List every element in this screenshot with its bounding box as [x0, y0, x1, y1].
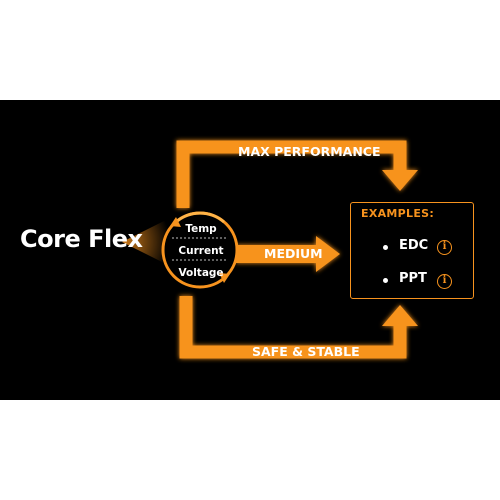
hub-label-temp: Temp	[185, 223, 217, 235]
max-performance-path	[176, 140, 418, 208]
safe-stable-path	[179, 296, 418, 359]
example-item-ppt: PPT	[399, 271, 427, 286]
flow-diagram	[122, 140, 418, 359]
hub-label-current: Current	[178, 245, 224, 257]
bullet-icon	[383, 278, 388, 283]
hub-labels: Temp Current Voltage	[168, 218, 234, 284]
max-performance-label: MAX PERFORMANCE	[238, 144, 381, 159]
medium-path	[236, 236, 340, 272]
core-flex-banner: Core Flex Temp Current Voltage MAX PERFO…	[0, 100, 500, 400]
brand-title: Core Flex	[20, 225, 143, 253]
hub-label-voltage: Voltage	[178, 267, 224, 279]
examples-box: EXAMPLES: EDC i PPT i	[350, 202, 474, 299]
input-glow-cone	[122, 218, 170, 266]
hub-ring	[161, 211, 239, 289]
example-item-edc: EDC	[399, 238, 429, 253]
safe-stable-label: SAFE & STABLE	[252, 344, 360, 359]
bullet-icon	[383, 245, 388, 250]
medium-label: MEDIUM	[264, 246, 323, 261]
examples-title: EXAMPLES:	[361, 207, 435, 220]
info-icon[interactable]: i	[437, 274, 452, 289]
info-icon[interactable]: i	[437, 240, 452, 255]
